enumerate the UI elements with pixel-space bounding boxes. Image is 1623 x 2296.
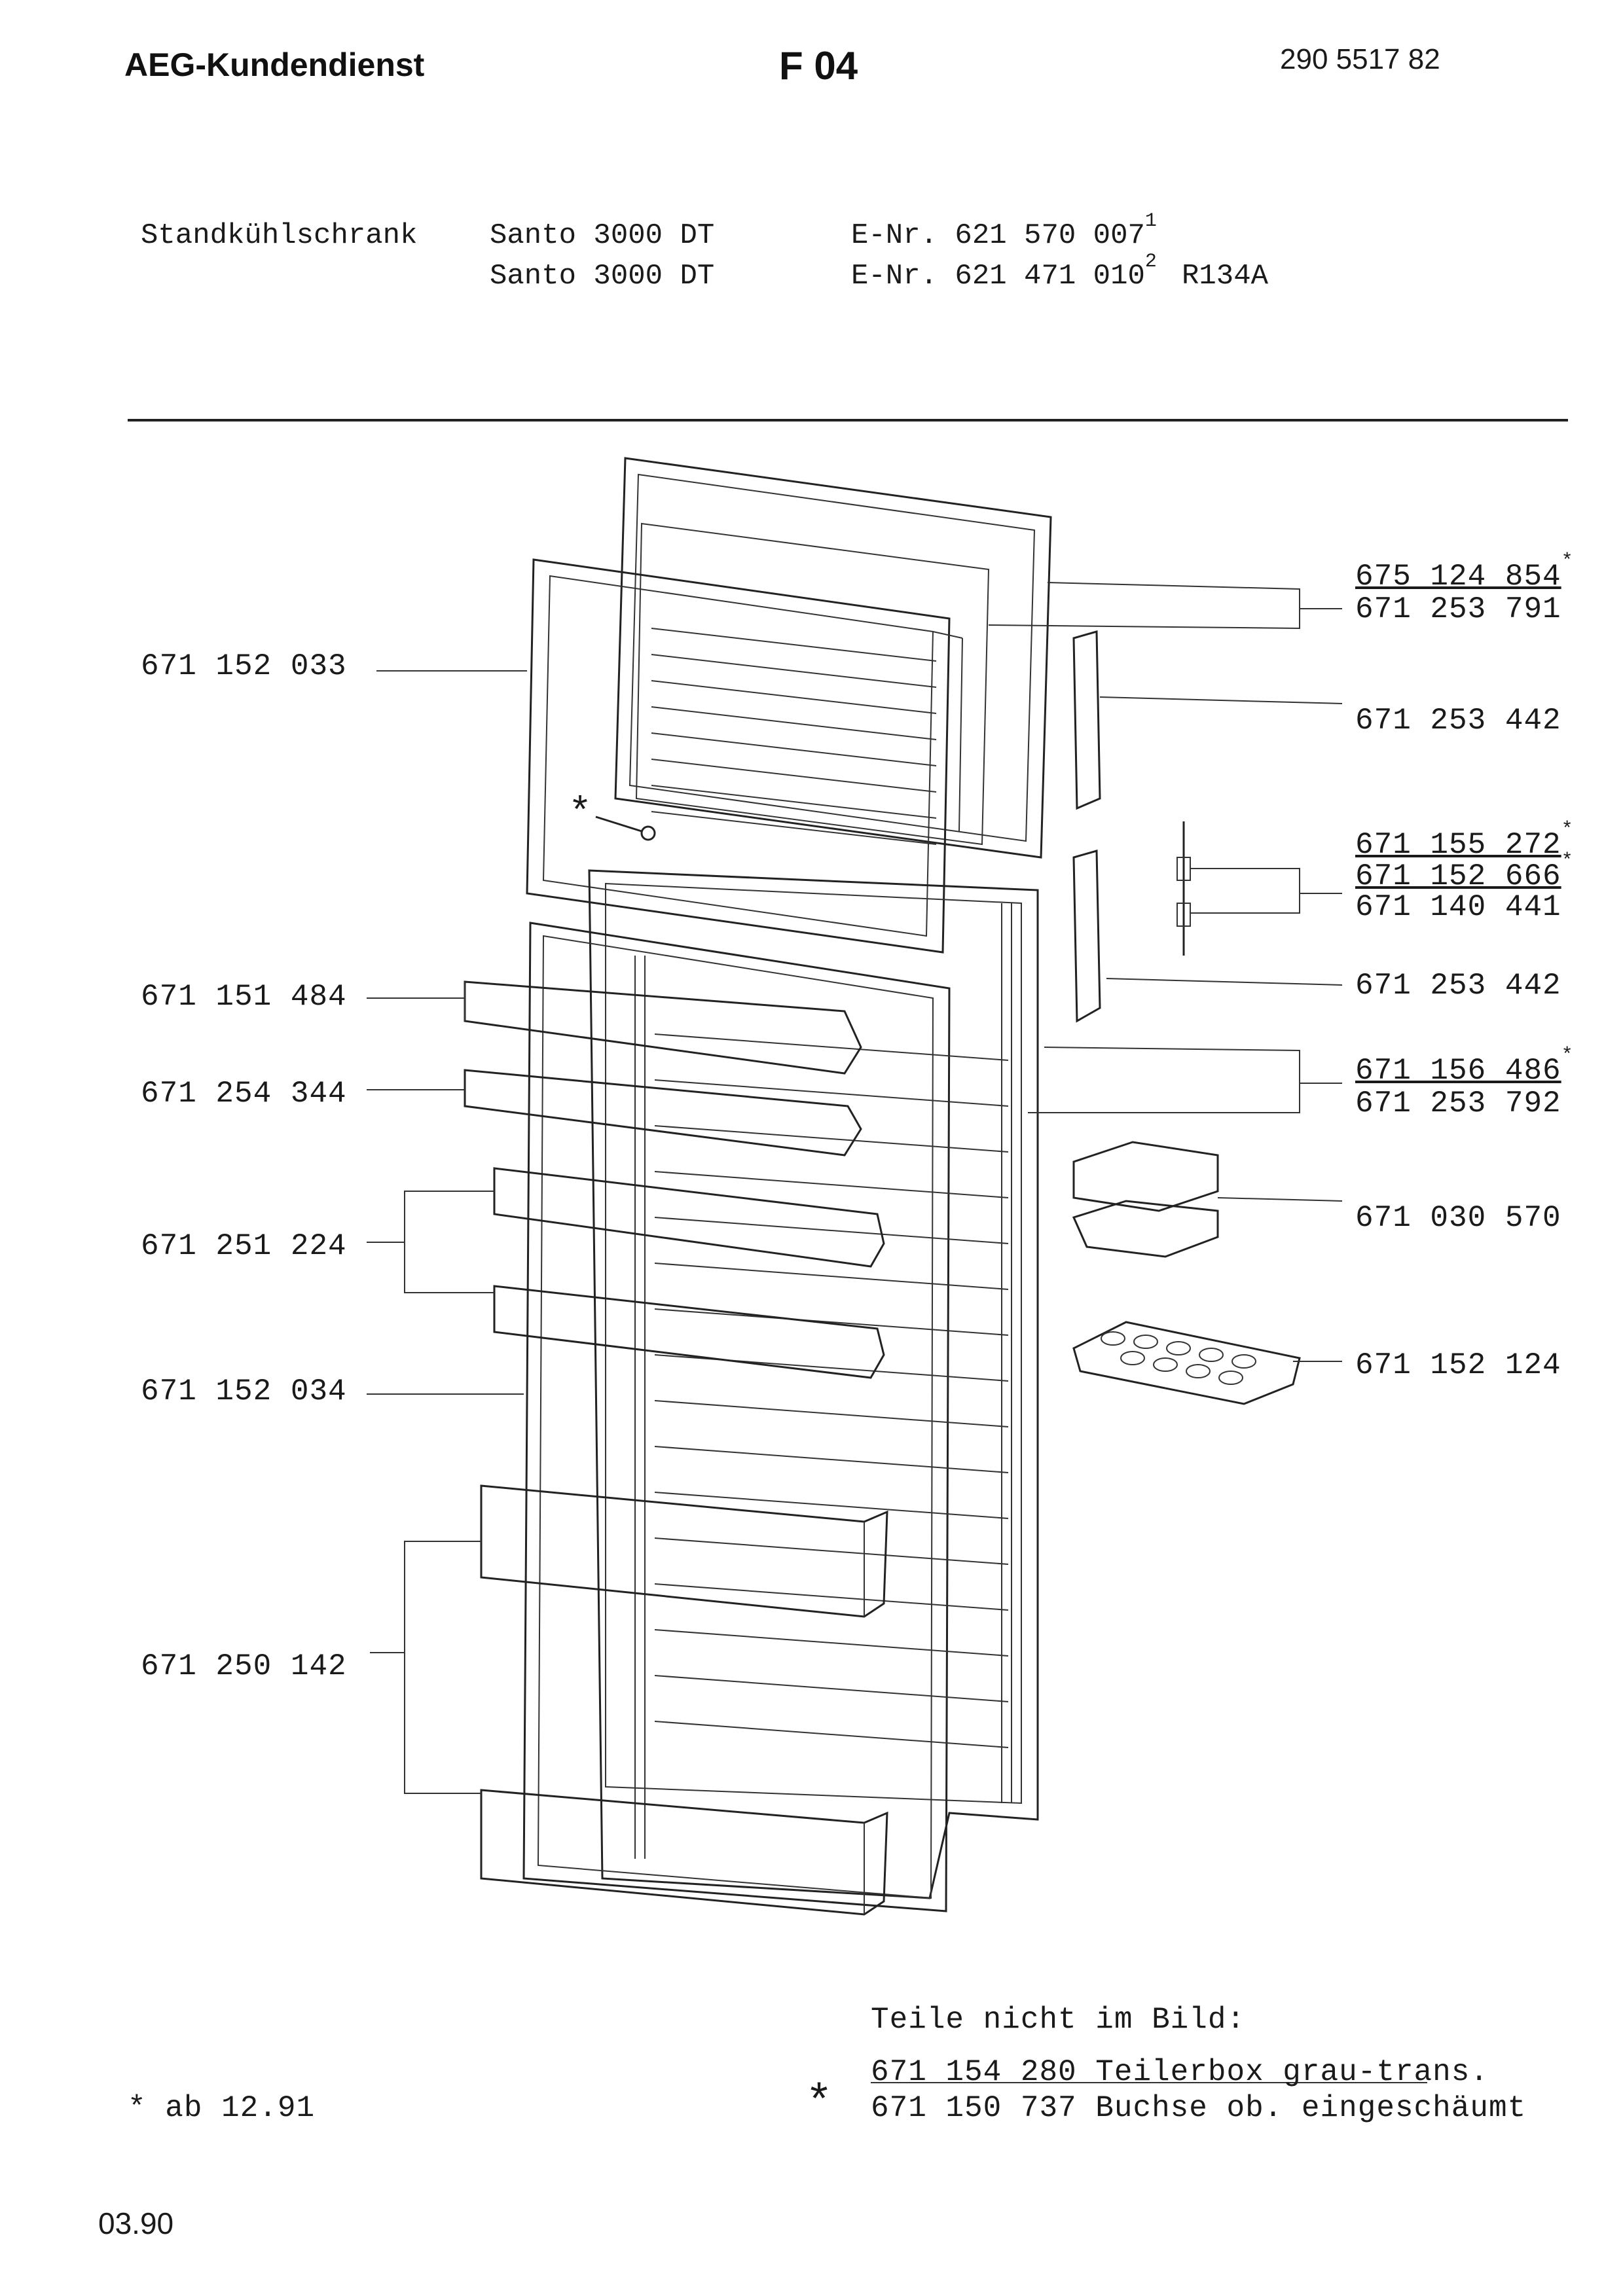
group-code: F 04: [779, 44, 858, 88]
handle-lower: [1072, 850, 1101, 1023]
leader-lines-left: [367, 670, 527, 1794]
part-number: 671 152 666: [1355, 859, 1561, 893]
product-type: Standkühlschrank: [141, 219, 418, 252]
part-label-right-3: 671 253 442: [1355, 704, 1561, 738]
not-pictured-row-1: 671 154 280 Teilerbox grau-trans.: [871, 2055, 1489, 2089]
issue-date: 03.90: [98, 2206, 174, 2240]
footnote: * ab 12.91: [128, 2091, 316, 2125]
egg-tray: [1072, 1321, 1301, 1405]
part-label-right-6: 671 140 441: [1355, 890, 1561, 924]
not-pictured-desc: Teilerbox grau-trans.: [1095, 2055, 1489, 2089]
part-label-left-2: 671 151 484: [141, 980, 347, 1014]
star-marker-gasket: [595, 816, 656, 841]
part-label-right-1: 675 124 854*: [1355, 550, 1574, 594]
enr-line-1: E-Nr. 621 570 0071: [851, 210, 1157, 252]
part-label-right-9: 671 253 792: [1355, 1086, 1561, 1121]
part-label-right-5: 671 152 666*: [1355, 850, 1574, 893]
door-bin-lower: [480, 1789, 888, 1916]
star-note: *: [1561, 550, 1574, 573]
part-label-right-10: 671 030 570: [1355, 1201, 1561, 1235]
not-pictured-title: Teile nicht im Bild:: [871, 2003, 1246, 2037]
door-shelf-second: [464, 1069, 862, 1157]
part-number: 671 156 486: [1355, 1054, 1561, 1088]
part-label-left-3: 671 254 344: [141, 1077, 347, 1111]
model-line-2: Santo 3000 DT: [490, 260, 715, 293]
fridge-door-panel: [588, 869, 1039, 1899]
header-divider: [128, 419, 1568, 422]
not-pictured-number: 671 150 737: [871, 2091, 1077, 2125]
part-label-left-4: 671 251 224: [141, 1229, 347, 1263]
enr-line-2: E-Nr. 621 471 0102: [851, 251, 1157, 293]
door-shelf-fourth: [493, 1285, 885, 1379]
part-label-right-8: 671 156 486*: [1355, 1045, 1574, 1088]
handle-upper: [1072, 630, 1101, 810]
door-shelf-top: [464, 980, 862, 1075]
door-bin-upper: [480, 1484, 888, 1618]
hinge-parts: [1176, 821, 1191, 956]
star-note: *: [1561, 850, 1574, 872]
star-note: *: [1561, 819, 1574, 841]
part-label-right-7: 671 253 442: [1355, 969, 1561, 1003]
enr-2-text: E-Nr. 621 471 010: [851, 260, 1145, 293]
freezer-door-panel: [614, 457, 1052, 859]
not-pictured-row-2: 671 150 737 Buchse ob. eingeschäumt: [871, 2091, 1526, 2125]
star-marker: *: [568, 792, 593, 836]
enr-2-superscript: 2: [1144, 251, 1157, 273]
refrigerant: R134A: [1182, 260, 1269, 293]
part-number: 671 155 272: [1355, 828, 1561, 862]
star-marker-row-2: *: [805, 2078, 833, 2130]
door-shelf-third: [493, 1167, 885, 1268]
part-label-right-4: 671 155 272*: [1355, 819, 1574, 862]
not-pictured-desc: Buchse ob. eingeschäumt: [1095, 2091, 1527, 2125]
enr-1-text: E-Nr. 621 570 007: [851, 219, 1145, 252]
doc-number: 290 5517 82: [1280, 43, 1440, 75]
part-label-right-11: 671 152 124: [1355, 1348, 1561, 1382]
enr-1-superscript: 1: [1144, 210, 1157, 232]
star-note: *: [1561, 1045, 1574, 1067]
not-pictured-number: 671 154 280: [871, 2055, 1077, 2089]
leader-lines-right: [988, 582, 1343, 1362]
model-line-1: Santo 3000 DT: [490, 219, 715, 252]
part-label-left-1: 671 152 033: [141, 649, 347, 683]
freezer-gasket-frame: [526, 558, 963, 954]
part-label-left-5: 671 152 034: [141, 1374, 347, 1408]
fridge-door-liner: [522, 922, 1009, 1912]
brand-title: AEG-Kundendienst: [124, 46, 425, 83]
part-label-left-6: 671 250 142: [141, 1649, 347, 1683]
butter-dish: [1072, 1141, 1219, 1258]
part-label-right-2: 671 253 791: [1355, 592, 1561, 626]
part-number: 675 124 854: [1355, 560, 1561, 594]
